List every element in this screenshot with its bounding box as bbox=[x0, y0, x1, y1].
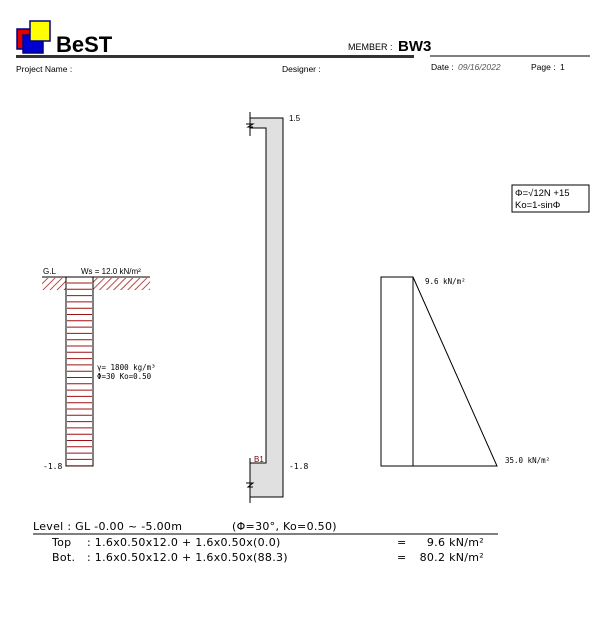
designer-label: Designer : bbox=[282, 64, 321, 74]
pressure-diagram: 9.6 kN/m² 35.0 kN/m² bbox=[380, 276, 550, 467]
page-label: Page : bbox=[531, 62, 556, 72]
top-row-result: 9.6 kN/m² bbox=[427, 536, 484, 549]
top-row-label: Top bbox=[51, 536, 71, 549]
wall-bottom-level: -1.8 bbox=[289, 462, 308, 471]
wall-top-level: 1.5 bbox=[289, 114, 301, 123]
phi-ko-label: Φ=30 Ko=0.50 bbox=[97, 372, 152, 381]
wall-section: 1.5 -1.8 B1 bbox=[246, 112, 308, 503]
surcharge-label: Ws = 12.0 kN/m² bbox=[81, 267, 141, 276]
pressure-top-value: 9.6 kN/m² bbox=[425, 277, 466, 286]
level-range: Level : GL -0.00 ~ -5.00m bbox=[33, 520, 182, 533]
page-value: 1 bbox=[560, 62, 565, 72]
ground-hatch-left bbox=[42, 278, 66, 290]
bottom-row-label: Bot. bbox=[52, 551, 75, 564]
formula-box: Φ=√12N +15 Ko=1-sinΦ bbox=[511, 184, 590, 213]
header-rule bbox=[16, 55, 414, 58]
soil-profile: G.L Ws = 12.0 kN/m² γ= 1800 kg/m³ Φ=30 K… bbox=[42, 267, 156, 471]
date-label: Date : bbox=[431, 62, 454, 72]
member-value: BW3 bbox=[398, 38, 431, 55]
phi-formula: Φ=√12N +15 bbox=[515, 188, 570, 199]
bottom-row-result: 80.2 kN/m² bbox=[420, 551, 484, 564]
top-row-expression: : 1.6x0.50x12.0 + 1.6x0.50x(0.0) bbox=[87, 536, 281, 549]
logo-text: BeST bbox=[56, 32, 113, 57]
footing-label: B1 bbox=[254, 455, 264, 464]
calculation-block: Level : GL -0.00 ~ -5.00m (Φ=30°, Ko=0.5… bbox=[33, 520, 498, 564]
project-name-label: Project Name : bbox=[16, 64, 72, 74]
top-row-equals: = bbox=[397, 536, 407, 549]
member-label: MEMBER : bbox=[348, 42, 393, 52]
date-value: 09/16/2022 bbox=[458, 62, 501, 72]
ground-hatch-right bbox=[93, 278, 150, 290]
ko-formula: Ko=1-sinΦ bbox=[515, 200, 561, 211]
logo: BeST bbox=[16, 20, 113, 57]
pressure-bottom-value: 35.0 kN/m² bbox=[505, 456, 550, 465]
gl-label: G.L bbox=[43, 267, 56, 276]
soil-bottom-level: -1.8 bbox=[43, 462, 62, 471]
bottom-row-expression: : 1.6x0.50x12.0 + 1.6x0.50x(88.3) bbox=[87, 551, 288, 564]
calc-params: (Φ=30°, Ko=0.50) bbox=[232, 520, 337, 533]
bottom-row-equals: = bbox=[397, 551, 407, 564]
unit-weight-label: γ= 1800 kg/m³ bbox=[97, 363, 156, 372]
